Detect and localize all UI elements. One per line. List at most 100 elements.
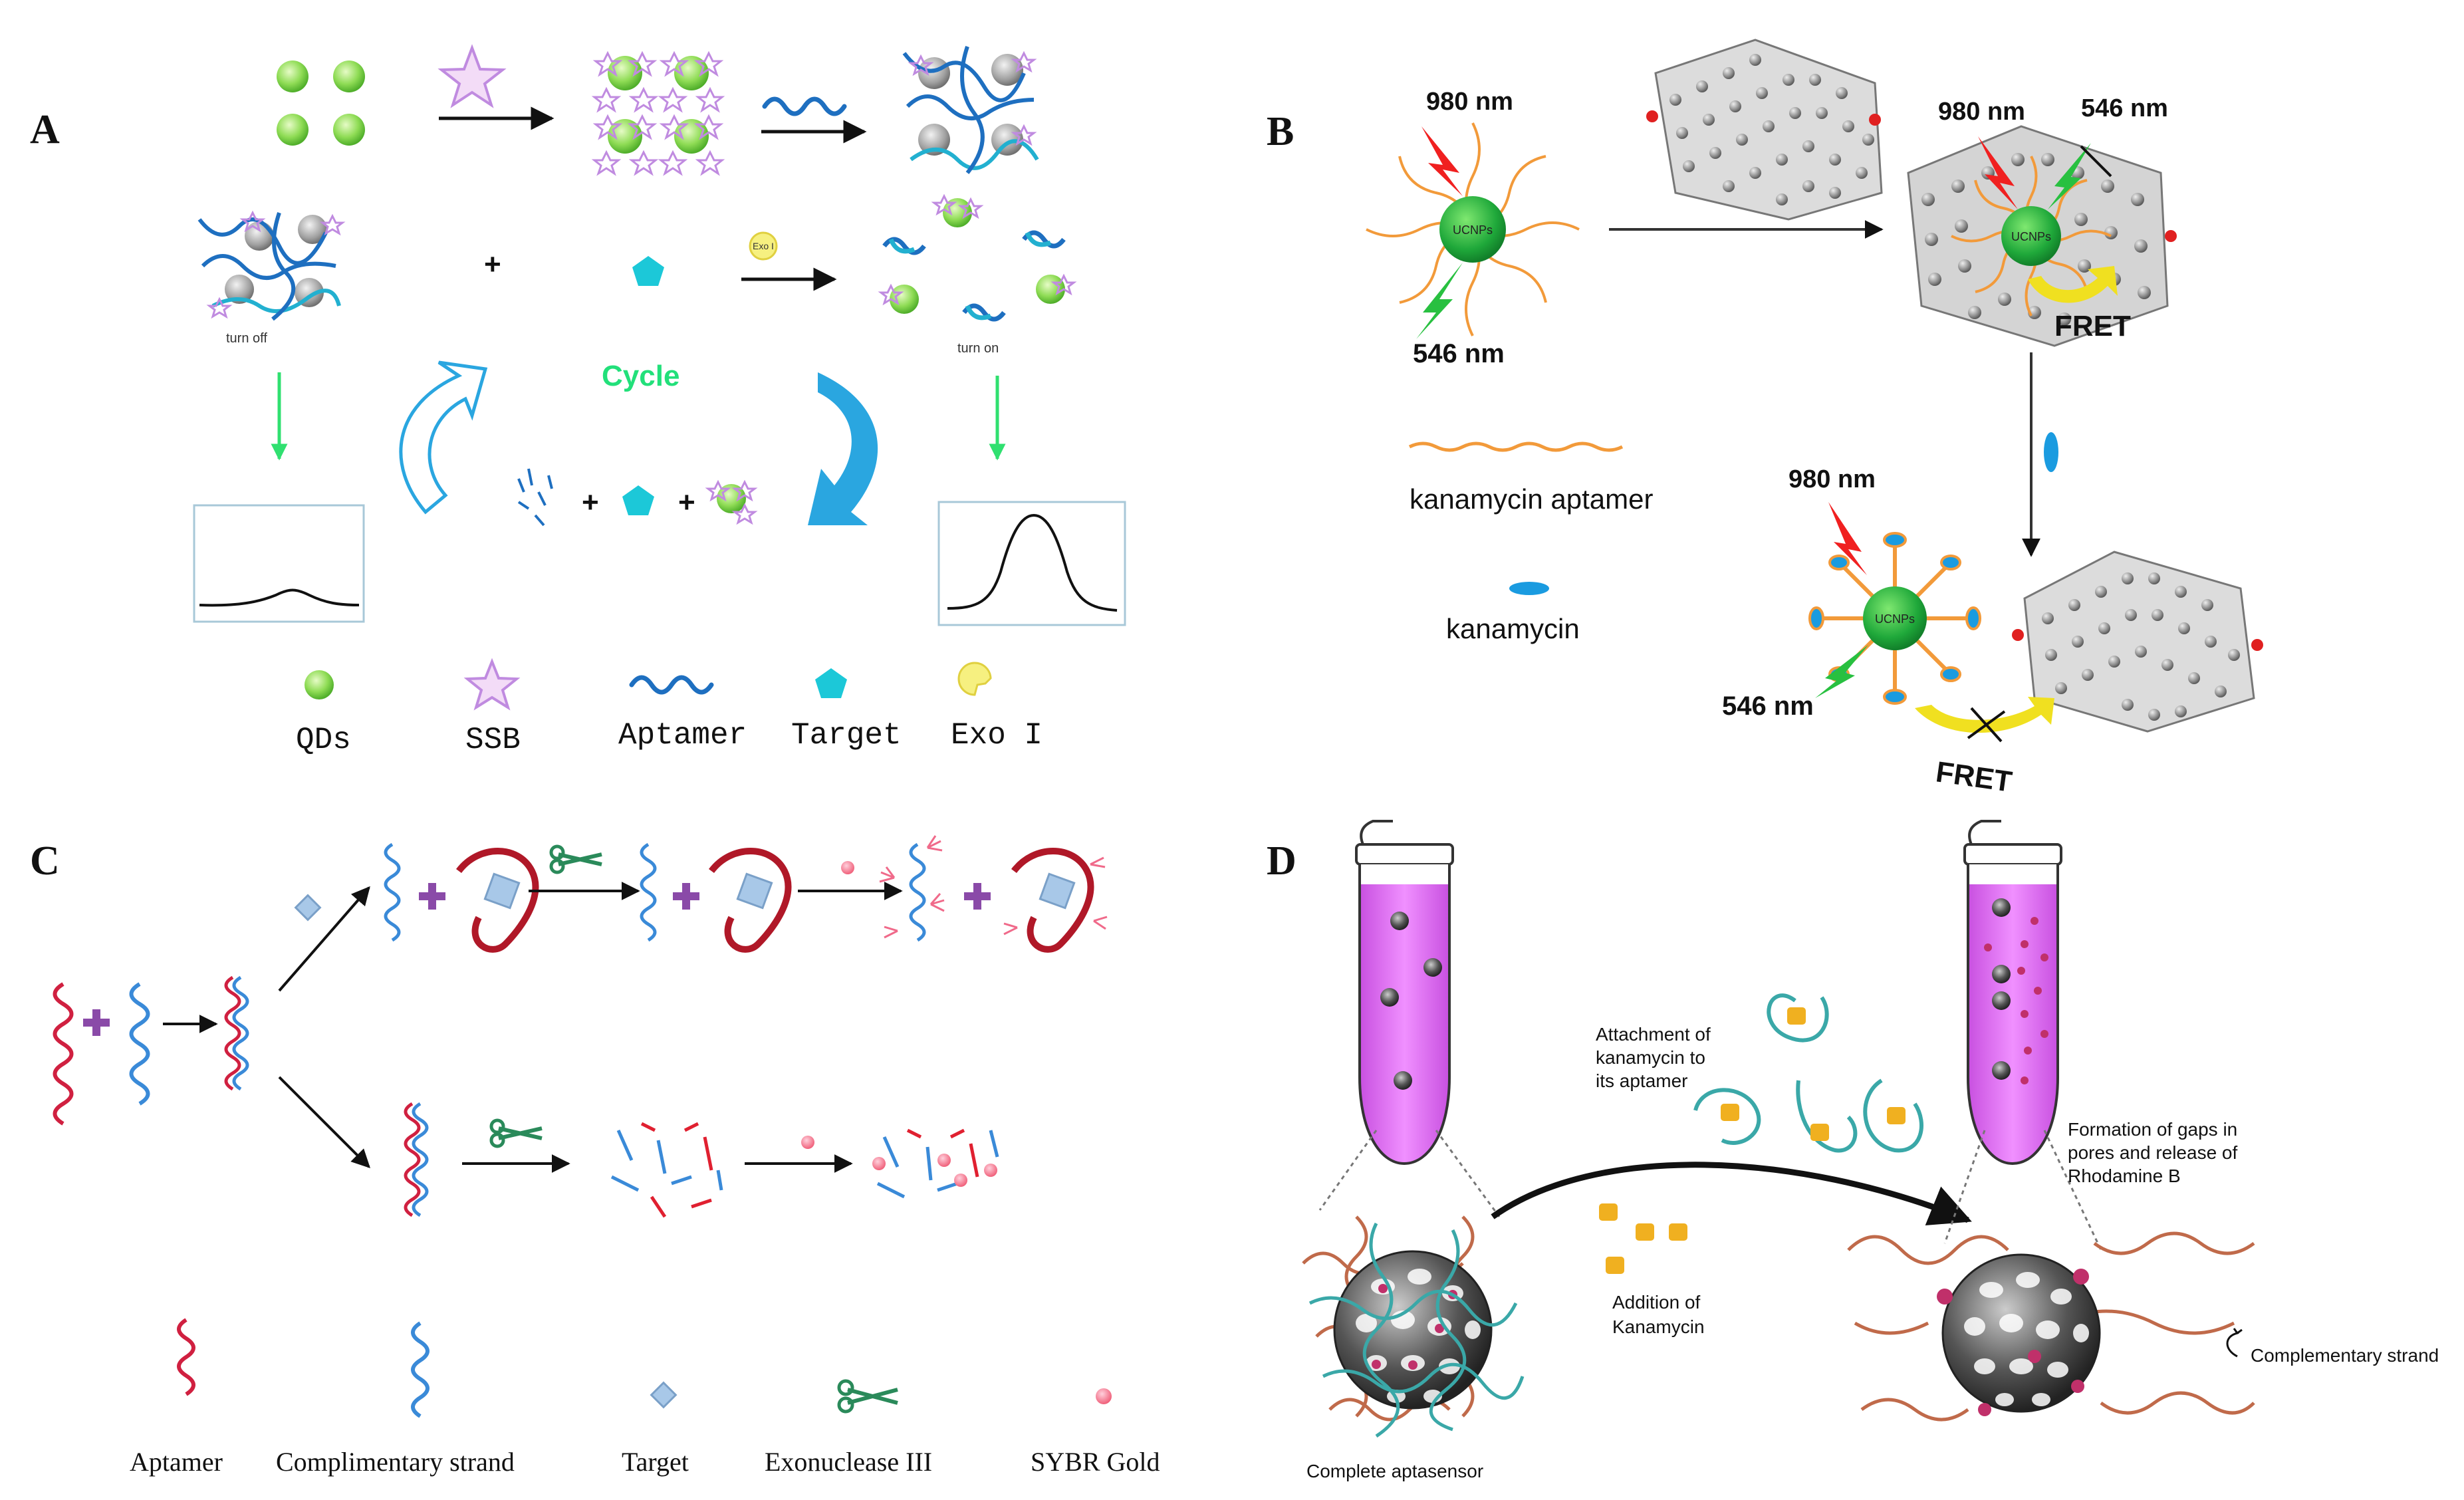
target-icon-branch [294, 894, 322, 922]
turn-on-products [878, 193, 1077, 322]
legend-scissors-icon [837, 1379, 898, 1414]
wl-980-complex: 980 nm [1938, 98, 2025, 126]
addition-line-2: Kanamycin [1612, 1316, 1705, 1337]
wl-546-bottom: 546 nm [1722, 691, 1814, 721]
attachment-line-1: Attachment of [1596, 1024, 1711, 1045]
scissors-icon-2 [489, 1118, 543, 1148]
qd-group-initial [277, 61, 365, 146]
fret-arrow-top [2028, 266, 2118, 303]
arrow-c-down [278, 1076, 370, 1168]
comp-strand-u2 [640, 842, 657, 942]
legend-exo-c-label: Exonuclease III [765, 1447, 932, 1477]
fragments-1 [610, 1122, 723, 1218]
cycle-label: Cycle [602, 360, 679, 392]
zoom-line-right-1 [1943, 1130, 1986, 1244]
comp-strand-u1 [384, 842, 401, 942]
formation-line-1: Formation of gaps in [2068, 1119, 2237, 1140]
legend-complementary-label: Complimentary strand [276, 1447, 515, 1477]
turn-off-label: turn off [226, 331, 267, 346]
zoom-line-left-1 [1318, 1130, 1378, 1211]
legend-aptamer-icon [629, 675, 714, 695]
legend-exo-label: Exo I [951, 718, 1043, 753]
svg-text:UCNPs: UCNPs [1875, 612, 1915, 626]
legend-qd-icon [305, 670, 334, 699]
arrow-c-up [278, 886, 370, 992]
aptamer-kanamycin-icons [1693, 993, 1923, 1153]
legend-target-c-label: Target [622, 1447, 689, 1477]
wl-546-top: 546 nm [1413, 339, 1505, 368]
sybr-dot-l1 [801, 1136, 814, 1149]
legend-target-label: Target [791, 718, 902, 753]
complementary-strand-label: Complementary strand [2251, 1345, 2439, 1366]
aptamer-wave-icon [762, 96, 847, 116]
addition-line-1: Addition of [1612, 1292, 1701, 1312]
legend-sybr-icon [1096, 1388, 1112, 1404]
green-laser-top [1416, 263, 1463, 339]
red-laser-bottom [1828, 502, 1867, 575]
fret-label-top: FRET [2054, 310, 2131, 342]
legend-ssb-icon [463, 658, 521, 711]
legend-kanamycin-icon [1509, 582, 1549, 595]
formation-line-3: Rhodamine B [2068, 1166, 2181, 1186]
cycle-arrow-left [399, 360, 488, 515]
panel-c: Aptamer Complimentary strand Target Exon… [53, 835, 1160, 1477]
turn-on-label: turn on [957, 341, 999, 356]
complete-aptasensor-label: Complete aptasensor [1306, 1461, 1483, 1481]
fragments-2 [872, 1128, 999, 1199]
panel-b: UCNPs 980 nm 546 nm [1366, 39, 2263, 799]
svg-text:+: + [582, 486, 599, 519]
legend-kanamycin-label: kanamycin [1446, 613, 1580, 644]
green-laser-complex [2048, 143, 2091, 209]
wl-546-complex: 546 nm [2081, 94, 2168, 122]
spectrum-turn-off [193, 504, 365, 623]
graphene-sheet-top [1646, 39, 1883, 221]
svg-text:UCNPs: UCNPs [2011, 230, 2051, 243]
kanamycin-squares [1599, 1203, 1687, 1274]
svg-text:Exo I: Exo I [753, 241, 774, 251]
legend-aptamer-c-icon [177, 1318, 195, 1396]
sybr-dot-u1 [841, 861, 854, 874]
cycle-arrow-right [808, 372, 878, 525]
qd-ssb-group [591, 51, 725, 176]
arrow-d-main [1491, 1162, 1972, 1225]
legend-sybr-label: SYBR Gold [1031, 1447, 1160, 1477]
tube-left [1355, 820, 1454, 1166]
green-laser-bottom [1815, 645, 1868, 698]
red-laser-complex [1978, 136, 2018, 209]
legend-target-icon [815, 668, 847, 698]
aptamer-target-complex-1 [456, 848, 539, 953]
fret-label-bottom: FRET [1934, 755, 2015, 799]
panel-a: turn off + Exo I turn on [193, 44, 1126, 757]
blocked-mark-bottom-2 [1967, 710, 2006, 739]
purple-plus-c2 [419, 883, 445, 910]
exo-badge: Exo I [749, 231, 778, 261]
stained-strand-u [879, 835, 945, 942]
cycle-products: + + [517, 468, 758, 527]
zoom-line-right-2 [2043, 1130, 2102, 1251]
svg-text:UCNPs: UCNPs [1453, 223, 1493, 237]
zoom-line-left-2 [1435, 1130, 1501, 1217]
complete-aptasensor-sphere [1302, 1215, 1525, 1438]
legend-target-c-icon [650, 1381, 678, 1409]
fret-arrow-bottom [1915, 697, 2054, 733]
legend-aptamer-c-label: Aptamer [130, 1447, 223, 1477]
released-sphere [1847, 1231, 2255, 1422]
scissors-icon-1 [549, 844, 602, 874]
legend-aptamer-label: Aptamer [618, 718, 747, 753]
red-laser-top [1421, 126, 1463, 196]
target-pentagon-icon [632, 256, 664, 286]
legend-a: QDs SSB Aptamer Target Exo I [296, 658, 1043, 757]
ucnp-bound: UCNPs [1808, 532, 1981, 705]
complementary-strand-pointer-icon [2226, 1328, 2243, 1358]
graphene-ucnp-complex: UCNPs [1907, 125, 2177, 347]
graphene-sheet-bottom [2012, 551, 2263, 733]
duplex-lower [404, 1102, 429, 1217]
attachment-line-3: its aptamer [1596, 1070, 1688, 1091]
legend-exo-icon [957, 662, 992, 696]
legend-kanamycin-aptamer-label: kanamycin aptamer [1410, 483, 1654, 515]
purple-plus-c1 [83, 1009, 110, 1036]
duplex-start [224, 975, 249, 1091]
tube-right [1963, 820, 2062, 1166]
purple-plus-c3 [673, 883, 699, 910]
